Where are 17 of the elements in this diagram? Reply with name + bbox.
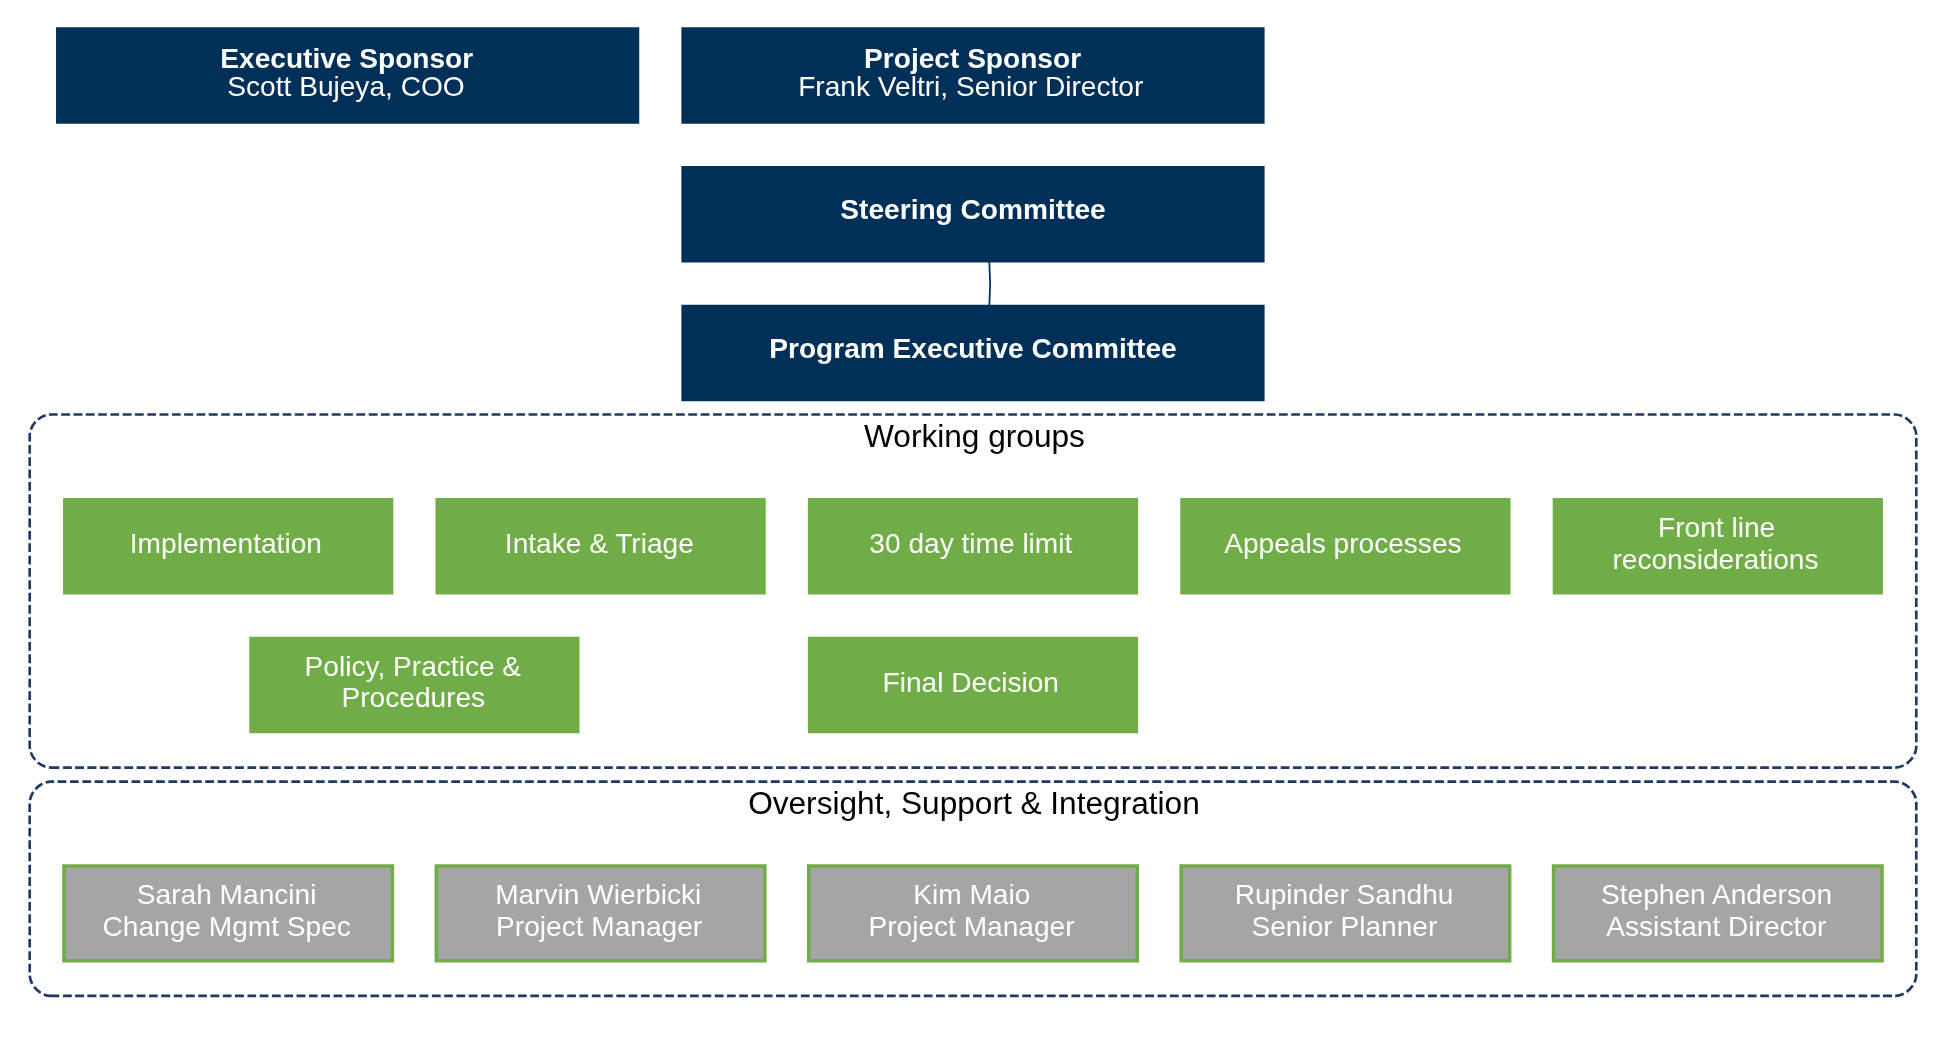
node-box: Implementation [63, 497, 394, 595]
node-box: Appeals processes [1180, 497, 1511, 595]
node-box: Steering Committee [681, 165, 1265, 263]
node-box: Marvin Wierbicki Project Manager [434, 864, 767, 963]
node-box: Executive Sponsor Scott Bujeya, COO [56, 27, 640, 124]
node-box: Program Executive Committee [681, 304, 1265, 402]
node-box: 30 day time limit [807, 497, 1139, 595]
node-box: Policy, Practice & Procedures [249, 636, 580, 734]
node-box: Front line reconsiderations [1552, 497, 1883, 595]
connector [988, 260, 991, 307]
node-box: Kim Maio Project Manager [807, 864, 1139, 963]
node-box: Project Sponsor Frank Veltri, Senior Director [681, 27, 1265, 124]
node-box: Intake & Triage [435, 497, 766, 595]
node-box: Rupinder Sandhu Senior Planner [1179, 864, 1512, 963]
node-box: Sarah Mancini Change Mgmt Spec [62, 864, 395, 963]
node-box: Stephen Anderson Assistant Director [1551, 864, 1884, 963]
node-box: Final Decision [807, 636, 1139, 734]
